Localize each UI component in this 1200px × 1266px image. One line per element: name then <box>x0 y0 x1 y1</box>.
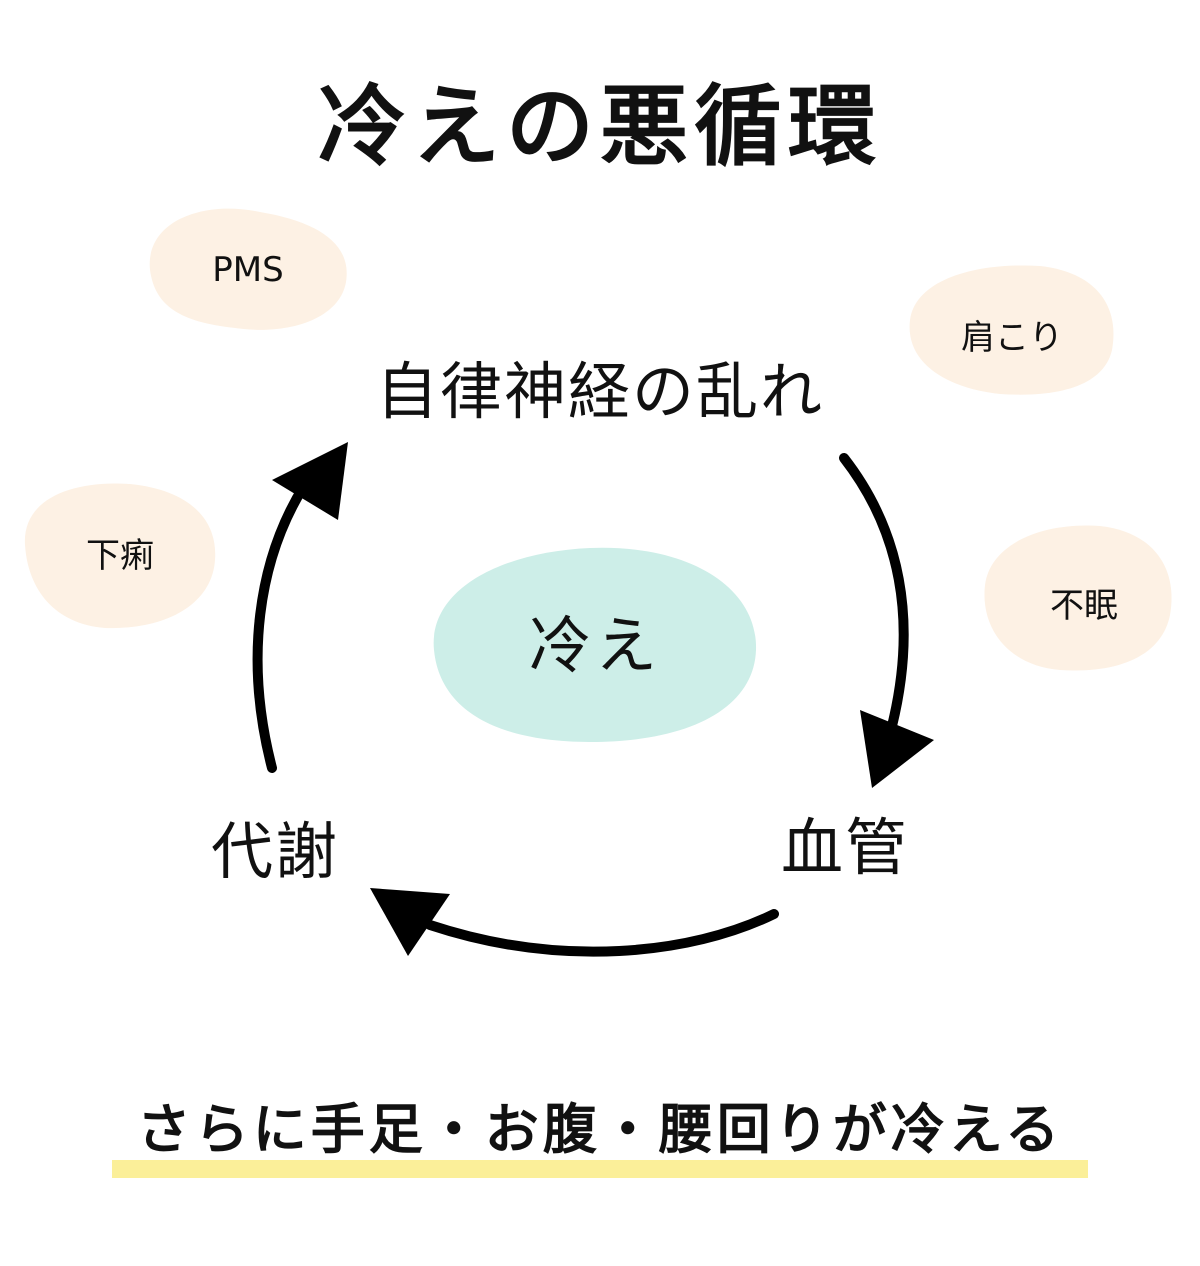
symptom-shoulder: 肩こり <box>961 318 1063 358</box>
arrow-top-to-right <box>839 453 909 731</box>
center-label: 冷え <box>528 609 661 682</box>
footer-underline <box>112 1160 1088 1178</box>
shoulder-bubble <box>909 265 1114 395</box>
pms-bubble <box>149 208 347 330</box>
diarrhea-bubble <box>24 483 216 629</box>
diagram-title: 冷えの悪循環 <box>317 75 882 178</box>
node-autonomic-nerve: 自律神経の乱れ <box>375 355 824 428</box>
arrow-head-top <box>272 442 348 520</box>
symptom-insomnia: 不眠 <box>1050 586 1118 626</box>
symptom-pms: PMS <box>212 250 284 290</box>
symptom-diarrhea: 下痢 <box>86 536 154 576</box>
arrow-right-to-left <box>425 909 779 957</box>
arrow-head-right <box>860 710 934 788</box>
node-blood-vessel: 血管 <box>780 811 909 884</box>
node-metabolism: 代謝 <box>210 815 339 888</box>
center-bubble <box>433 547 757 742</box>
arrow-left-to-top <box>252 481 309 773</box>
footer-text: さらに手足・お腹・腰回りが冷える <box>136 1098 1064 1161</box>
arrow-head-left <box>370 888 450 956</box>
insomnia-bubble <box>984 525 1172 671</box>
